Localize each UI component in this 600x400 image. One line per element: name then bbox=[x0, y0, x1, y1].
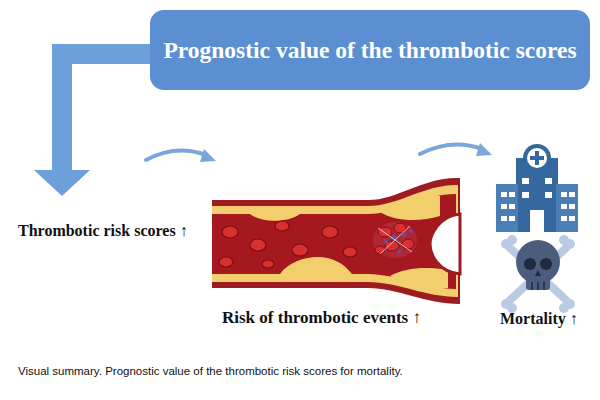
flow-arrow bbox=[34, 44, 152, 196]
thrombus bbox=[373, 222, 417, 258]
title-text: Prognostic value of the thrombotic score… bbox=[163, 37, 576, 64]
arrow-head bbox=[200, 149, 216, 162]
title-box: Prognostic value of the thrombotic score… bbox=[150, 10, 590, 90]
arrow-head bbox=[476, 143, 492, 156]
curved-arrow bbox=[146, 145, 482, 160]
hospital-icon bbox=[496, 144, 578, 232]
stage-label: Mortality ↑ bbox=[500, 310, 578, 328]
caption: Visual summary. Prognostic value of the … bbox=[18, 365, 403, 377]
blood-vessel bbox=[212, 178, 460, 304]
skull-crossbones bbox=[501, 235, 575, 313]
stage-label: Thrombotic risk scores ↑ bbox=[18, 222, 188, 240]
stage-label: Risk of thrombotic events ↑ bbox=[222, 308, 421, 328]
